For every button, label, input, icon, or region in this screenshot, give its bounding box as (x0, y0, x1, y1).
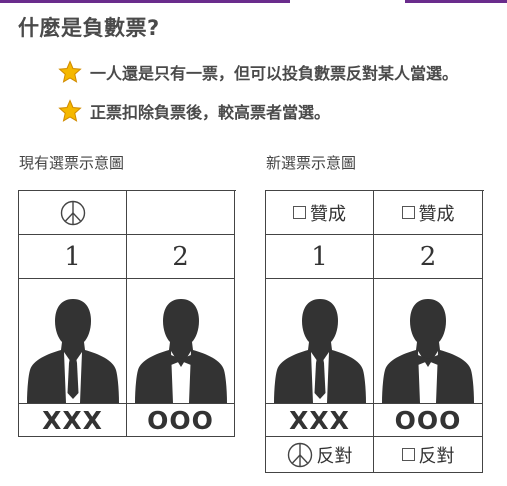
approve-option-1[interactable]: 贊成 (266, 191, 374, 235)
star-icon (58, 99, 82, 122)
vote-stamp-icon (60, 200, 85, 225)
man-bowtie-silhouette-icon (134, 299, 227, 403)
candidate-number: 1 (19, 235, 127, 279)
candidate-photo-2 (374, 279, 483, 404)
new-ballot-caption: 新選票示意圖 (266, 154, 357, 172)
oppose-option-2[interactable]: 反對 (374, 437, 483, 473)
candidate-photo-1 (19, 279, 127, 404)
stamp-cell-2[interactable] (127, 191, 235, 235)
man-tie-silhouette-icon (273, 299, 366, 403)
oppose-label: 反對 (316, 445, 353, 467)
vote-stamp-icon (287, 442, 312, 467)
candidate-number: 2 (127, 235, 235, 279)
man-bowtie-silhouette-icon (382, 299, 474, 403)
bullet-text: 一人還是只有一票，但可以投負數票反對某人當選。 (90, 64, 459, 83)
bullet-text: 正票扣除負票後，較高票者當選。 (90, 103, 331, 122)
candidate-number: 1 (266, 235, 374, 279)
candidate-name: XXX (266, 404, 374, 437)
checkbox-icon[interactable] (293, 206, 306, 219)
candidate-name: OOO (374, 404, 483, 437)
stamp-cell-1[interactable] (19, 191, 127, 235)
star-icon (58, 60, 82, 83)
oppose-label: 反對 (418, 445, 455, 467)
top-accent-bar-right (405, 0, 507, 3)
bullet-item: 一人還是只有一票，但可以投負數票反對某人當選。 (58, 59, 458, 85)
candidate-photo-2 (127, 279, 235, 404)
current-ballot: 1 2 XXX OOO (18, 190, 236, 437)
candidate-name: OOO (127, 404, 235, 437)
candidate-name: XXX (19, 404, 127, 437)
page-title: 什麼是負數票? (18, 16, 160, 40)
candidate-number: 2 (374, 235, 483, 279)
checkbox-icon[interactable] (401, 448, 415, 461)
approve-label: 贊成 (310, 203, 346, 225)
new-ballot: 贊成 贊成 1 2 XXX OOO 反對 反對 (265, 190, 484, 473)
approve-option-2[interactable]: 贊成 (374, 191, 483, 235)
candidate-photo-1 (266, 279, 374, 404)
top-accent-bar (0, 0, 290, 3)
bullet-item: 正票扣除負票後，較高票者當選。 (58, 98, 330, 124)
current-ballot-caption: 現有選票示意圖 (19, 154, 125, 172)
checkbox-icon[interactable] (401, 206, 415, 219)
man-tie-silhouette-icon (26, 299, 119, 403)
approve-label: 贊成 (418, 203, 455, 225)
oppose-option-1[interactable]: 反對 (266, 437, 374, 473)
